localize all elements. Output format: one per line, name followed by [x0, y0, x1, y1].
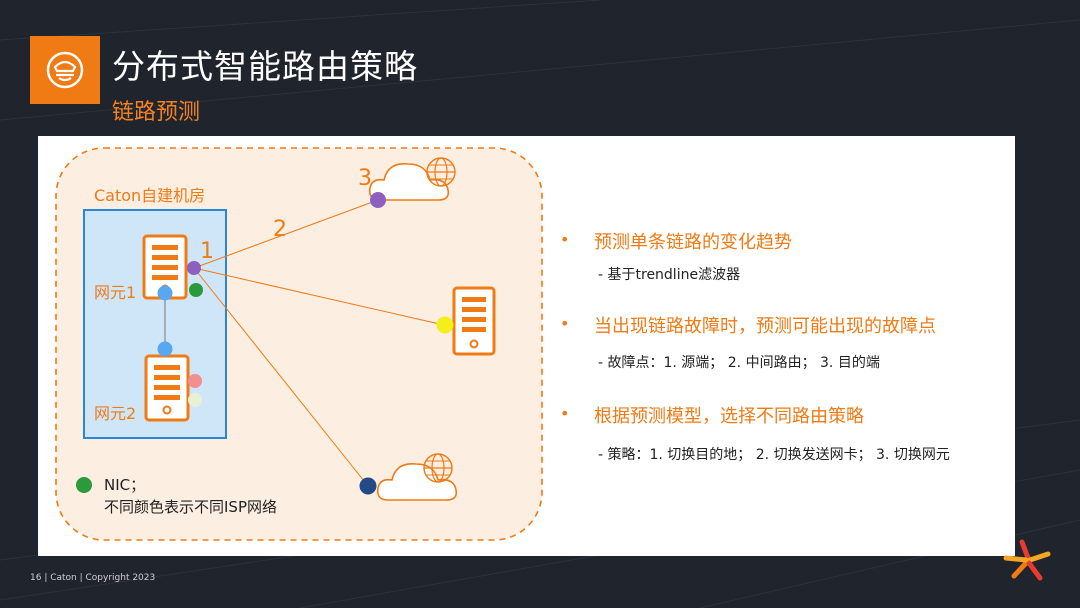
- globe-icon: [426, 157, 456, 187]
- page-subtitle: 链路预测: [112, 100, 201, 125]
- node1-label: 网元1: [94, 283, 137, 302]
- nic-dot: [187, 261, 201, 275]
- legend-line-2: 不同颜色表示不同ISP网络: [104, 498, 277, 516]
- nic-dot: [436, 316, 454, 334]
- link-number-2: 2: [273, 217, 287, 242]
- link-number-3: 3: [358, 166, 372, 191]
- nic-dot: [359, 477, 377, 495]
- link-number-1: 1: [200, 239, 214, 264]
- page-title: 分布式智能路由策略: [112, 47, 418, 86]
- link-to-cloud-bottom: [193, 267, 369, 487]
- bullet-title: 预测单条链路的变化趋势: [594, 232, 792, 253]
- bullet-title: 根据预测模型，选择不同路由策略: [594, 406, 864, 427]
- datacenter-label: Caton自建机房: [94, 186, 206, 205]
- cloud-icon: [376, 463, 458, 501]
- server-icon: [144, 354, 190, 422]
- bullet-detail: - 基于trendline滤波器: [598, 267, 741, 283]
- bullet-marker: •: [560, 230, 570, 249]
- caton-logo-icon: [1003, 539, 1051, 581]
- nic-dot: [157, 285, 173, 301]
- bullet-marker: •: [560, 314, 570, 333]
- nic-dot: [157, 341, 173, 357]
- nic-dot: [370, 192, 386, 208]
- cloud-icon: [368, 163, 450, 201]
- link-to-cloud-top: [193, 199, 379, 269]
- bullet-detail: - 故障点：1. 源端； 2. 中间路由； 3. 目的端: [598, 355, 880, 371]
- network-diagram: [55, 147, 543, 541]
- node2-label: 网元2: [94, 404, 137, 423]
- router-mascot-icon: [46, 51, 84, 89]
- nic-dot: [188, 374, 202, 388]
- legend-nic-dot: [76, 477, 92, 493]
- bullet-detail: - 策略：1. 切换目的地； 2. 切换发送网卡； 3. 切换网元: [598, 447, 950, 463]
- globe-icon: [423, 453, 453, 483]
- bullet-title: 当出现链路故障时，预测可能出现的故障点: [594, 316, 936, 337]
- content-panel: Caton自建机房 网元1 网元2 1 2 3 NIC； 不同颜色表示不同ISP…: [38, 136, 1015, 556]
- legend-line-1: NIC；: [104, 476, 146, 494]
- nic-dot: [189, 283, 203, 297]
- footer-text: 16 | Caton | Copyright 2023: [30, 573, 156, 583]
- header-logo: [30, 36, 100, 104]
- bullet-marker: •: [560, 404, 570, 423]
- server-icon: [452, 286, 496, 356]
- nic-dot: [188, 393, 202, 407]
- link-to-server: [193, 267, 445, 326]
